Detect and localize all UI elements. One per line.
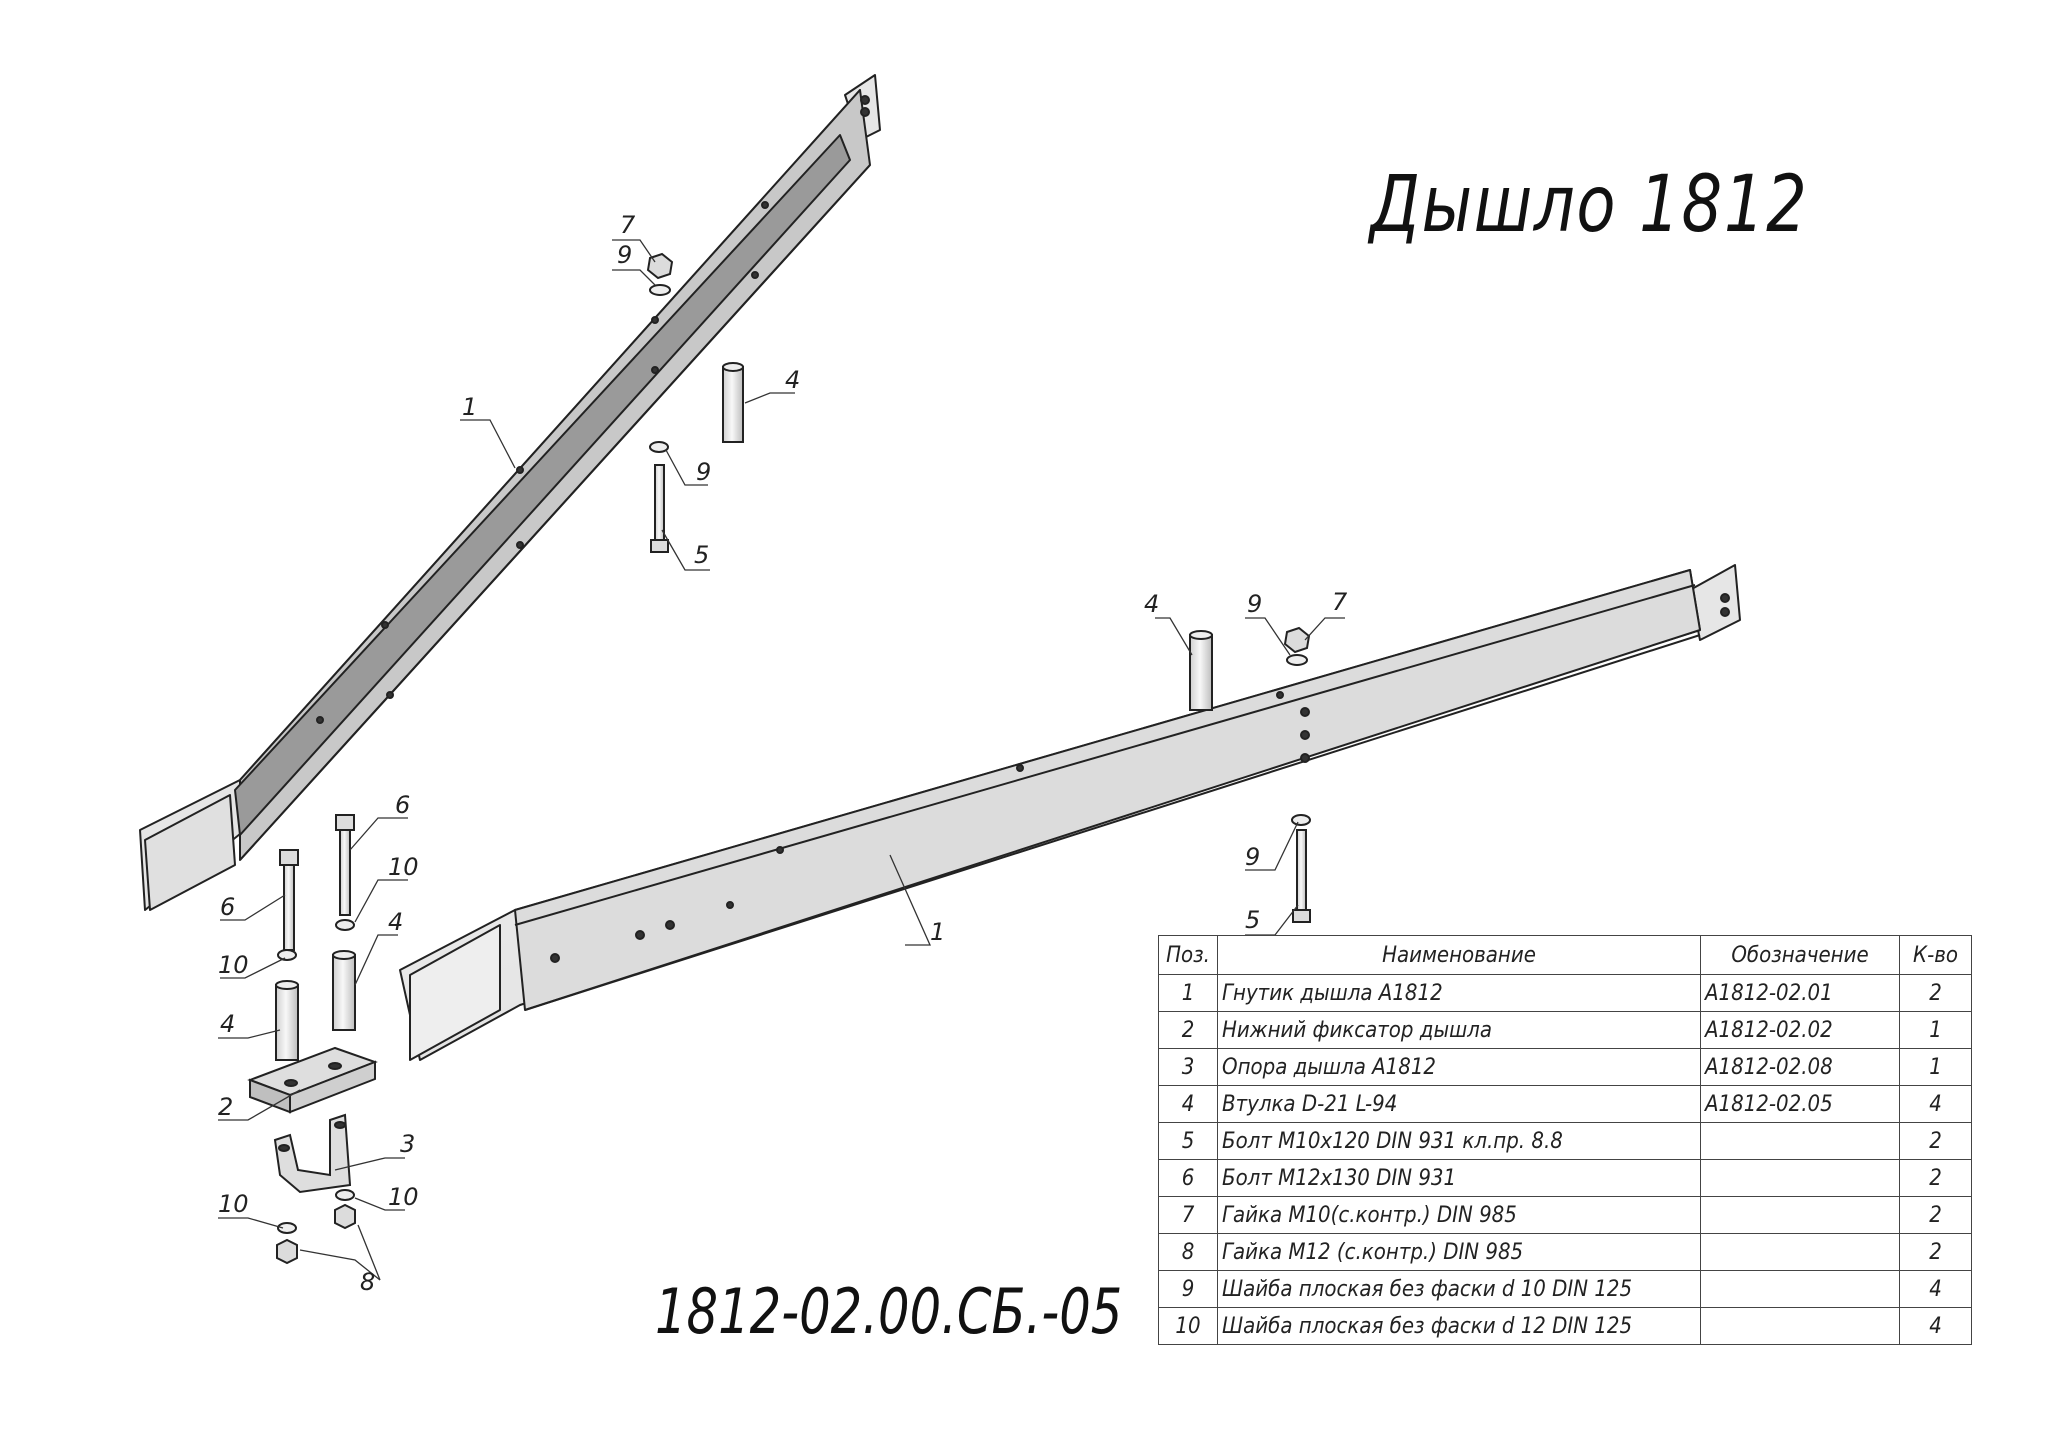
part-nuts-washers <box>276 252 1311 1265</box>
callout-6: 6 <box>220 893 235 921</box>
header-name: Наименование <box>1217 935 1701 975</box>
header-designation: Обозначение <box>1700 935 1900 975</box>
part-bushings <box>275 362 1213 1061</box>
table-row: 2 Нижний фиксатор дышла А1812-02.02 1 <box>1158 1011 1972 1049</box>
table-row: 5 Болт М10х120 DIN 931 кл.пр. 8.8 2 <box>1158 1122 1972 1160</box>
callout-9: 9 <box>1247 590 1262 618</box>
cell-designation <box>1700 1233 1900 1271</box>
callout-3: 3 <box>400 1130 415 1158</box>
cell-designation <box>1700 1270 1900 1308</box>
cell-designation <box>1700 1307 1900 1345</box>
spec-header-row: Поз. Наименование Обозначение К-во <box>1158 935 1972 975</box>
cell-pos: 2 <box>1158 1011 1218 1049</box>
cell-qty: 2 <box>1899 1159 1972 1197</box>
callout-4: 4 <box>785 366 800 394</box>
cell-pos: 4 <box>1158 1085 1218 1123</box>
callout-9: 9 <box>1245 843 1260 871</box>
cell-qty: 1 <box>1899 1048 1972 1086</box>
cell-designation <box>1700 1122 1900 1160</box>
callout-4: 4 <box>220 1010 235 1038</box>
callout-7: 7 <box>1332 588 1348 616</box>
cell-name: Болт М10х120 DIN 931 кл.пр. 8.8 <box>1217 1122 1701 1160</box>
cell-pos: 9 <box>1158 1270 1218 1308</box>
table-row: 7 Гайка М10(с.контр.) DIN 985 2 <box>1158 1196 1972 1234</box>
callout-6: 6 <box>395 791 410 819</box>
cell-qty: 1 <box>1899 1011 1972 1049</box>
callout-10: 10 <box>388 1183 419 1211</box>
callout-4: 4 <box>1144 590 1159 618</box>
cell-designation <box>1700 1196 1900 1234</box>
cell-qty: 2 <box>1899 1122 1972 1160</box>
cell-name: Гнутик дышла А1812 <box>1217 974 1701 1012</box>
callout-7: 7 <box>620 211 636 239</box>
cell-qty: 2 <box>1899 974 1972 1012</box>
specification-table: Поз. Наименование Обозначение К-во 1 Гну… <box>1158 935 1972 1345</box>
table-row: 4 Втулка D-21 L-94 А1812-02.05 4 <box>1158 1085 1972 1123</box>
cell-designation: А1812-02.02 <box>1700 1011 1900 1049</box>
cell-name: Гайка М12 (с.контр.) DIN 985 <box>1217 1233 1701 1271</box>
beam-upper <box>139 74 881 911</box>
callout-labels: 7 9 4 1 9 5 4 9 7 1 9 5 6 10 4 6 10 4 2 … <box>218 211 1348 1296</box>
part-support <box>273 1113 352 1194</box>
cell-designation <box>1700 1159 1900 1197</box>
callout-1: 1 <box>462 393 477 421</box>
callout-2: 2 <box>218 1093 233 1121</box>
cell-qty: 4 <box>1899 1307 1972 1345</box>
callout-1: 1 <box>930 918 945 946</box>
cell-designation: А1812-02.01 <box>1700 974 1900 1012</box>
callout-8: 8 <box>360 1268 375 1296</box>
callout-5: 5 <box>1245 906 1260 934</box>
callout-10: 10 <box>388 853 419 881</box>
callout-4: 4 <box>388 908 403 936</box>
table-row: 1 Гнутик дышла А1812 А1812-02.01 2 <box>1158 974 1972 1012</box>
cell-pos: 5 <box>1158 1122 1218 1160</box>
part-lower-fixator <box>247 1046 378 1114</box>
cell-name: Нижний фиксатор дышла <box>1217 1011 1701 1049</box>
cell-name: Гайка М10(с.контр.) DIN 985 <box>1217 1196 1701 1234</box>
beam-lower <box>399 564 1741 1061</box>
cell-name: Шайба плоская без фаски d 10 DIN 125 <box>1217 1270 1701 1308</box>
cell-pos: 7 <box>1158 1196 1218 1234</box>
cell-designation: А1812-02.08 <box>1700 1048 1900 1086</box>
cell-name: Втулка D-21 L-94 <box>1217 1085 1701 1123</box>
callout-9: 9 <box>617 241 632 269</box>
cell-qty: 4 <box>1899 1270 1972 1308</box>
cell-pos: 10 <box>1158 1307 1218 1345</box>
header-qty: К-во <box>1899 935 1972 975</box>
cell-qty: 4 <box>1899 1085 1972 1123</box>
cell-qty: 2 <box>1899 1233 1972 1271</box>
callout-9: 9 <box>696 458 711 486</box>
header-pos: Поз. <box>1158 935 1218 975</box>
document-number: 1812-02.00.СБ.-05 <box>655 1275 1123 1348</box>
cell-designation: А1812-02.05 <box>1700 1085 1900 1123</box>
cell-pos: 8 <box>1158 1233 1218 1271</box>
table-row: 8 Гайка М12 (с.контр.) DIN 985 2 <box>1158 1233 1972 1271</box>
part-bolts <box>279 464 1311 951</box>
cell-pos: 6 <box>1158 1159 1218 1197</box>
callout-10: 10 <box>218 951 249 979</box>
callout-10: 10 <box>218 1190 249 1218</box>
cell-name: Шайба плоская без фаски d 12 DIN 125 <box>1217 1307 1701 1345</box>
cell-pos: 3 <box>1158 1048 1218 1086</box>
table-row: 9 Шайба плоская без фаски d 10 DIN 125 4 <box>1158 1270 1972 1308</box>
table-row: 6 Болт М12х130 DIN 931 2 <box>1158 1159 1972 1197</box>
cell-qty: 2 <box>1899 1196 1972 1234</box>
callout-5: 5 <box>694 541 709 569</box>
cell-pos: 1 <box>1158 974 1218 1012</box>
cell-name: Опора дышла А1812 <box>1217 1048 1701 1086</box>
cell-name: Болт М12х130 DIN 931 <box>1217 1159 1701 1197</box>
drawing-title: Дышло 1812 <box>1370 160 1809 250</box>
table-row: 3 Опора дышла А1812 А1812-02.08 1 <box>1158 1048 1972 1086</box>
table-row: 10 Шайба плоская без фаски d 12 DIN 125 … <box>1158 1307 1972 1345</box>
